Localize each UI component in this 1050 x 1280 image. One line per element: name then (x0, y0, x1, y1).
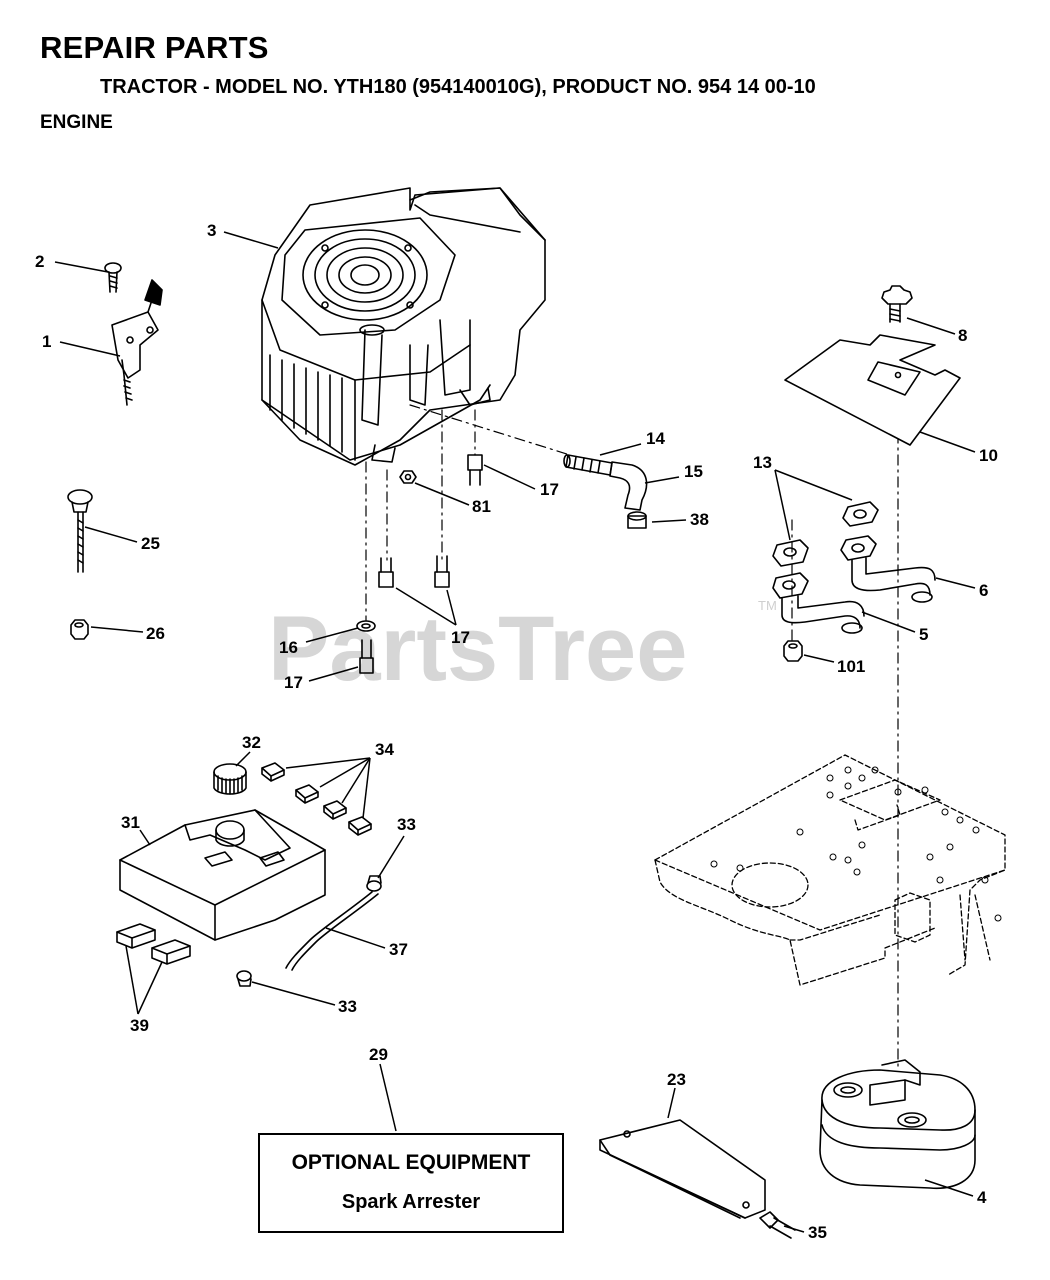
callout-31: 31 (121, 813, 140, 832)
callout-34: 34 (375, 740, 394, 759)
callout-10: 10 (979, 446, 998, 465)
callout-14: 14 (646, 429, 665, 448)
muffler-part-4[interactable] (819, 1059, 976, 1190)
knob-part-32[interactable] (213, 763, 247, 795)
heat-shield-part-10[interactable] (784, 334, 961, 446)
screw-part-2[interactable] (104, 262, 122, 293)
section-label: ENGINE (40, 112, 113, 133)
fitting-part-38[interactable] (627, 511, 647, 529)
throttle-control-part-1[interactable] (111, 279, 163, 406)
callout-81: 81 (472, 497, 491, 516)
watermark-trademark: TM (758, 598, 777, 613)
exhaust-pipe-part-5[interactable] (772, 572, 865, 634)
callout-2: 2 (35, 252, 44, 271)
callout-17-lower: 17 (284, 673, 303, 692)
optional-equipment-box: OPTIONAL EQUIPMENT Spark Arrester (258, 1133, 564, 1233)
pad-part-34[interactable] (261, 762, 372, 836)
air-cleaner-part-31[interactable] (119, 809, 326, 941)
callout-37: 37 (389, 940, 408, 959)
spark-arrester-label: Spark Arrester (341, 1191, 481, 1213)
pad-part-39[interactable] (116, 923, 191, 965)
callout-3: 3 (207, 221, 216, 240)
callout-33-upper: 33 (397, 815, 416, 834)
callout-32: 32 (242, 733, 261, 752)
callout-1: 1 (42, 332, 51, 351)
choke-knob-part-25[interactable] (67, 489, 93, 573)
spark-arrester-part-23[interactable] (599, 1119, 766, 1219)
callout-29: 29 (369, 1045, 388, 1064)
callout-13: 13 (753, 453, 772, 472)
knob-part-8[interactable] (881, 285, 913, 323)
callout-6: 6 (979, 581, 988, 600)
watermark-text: PartsTree (268, 598, 687, 700)
callout-26: 26 (146, 624, 165, 643)
model-subtitle: TRACTOR - MODEL NO. YTH180 (954140010G),… (100, 76, 816, 98)
bolt-part-17-pair[interactable] (378, 555, 450, 588)
bolt-part-17-upper[interactable] (467, 454, 483, 486)
exhaust-pipe-part-6[interactable] (840, 535, 936, 603)
callout-101: 101 (837, 657, 865, 676)
callout-15: 15 (684, 462, 703, 481)
clamp-part-33-upper[interactable] (366, 875, 382, 892)
lockwasher-part-16[interactable] (356, 620, 376, 632)
screw-part-35[interactable] (759, 1211, 796, 1239)
hose-part-37[interactable] (285, 891, 379, 971)
page-title: REPAIR PARTS (40, 30, 269, 65)
callout-39: 39 (130, 1016, 149, 1035)
tractor-frame (654, 754, 1006, 986)
callout-17-upper: 17 (540, 480, 559, 499)
pipe-nipple-part-14[interactable] (563, 454, 613, 476)
callout-17-pair: 17 (451, 628, 470, 647)
nut-part-101[interactable] (783, 640, 803, 662)
bolt-part-17-lower[interactable] (359, 639, 374, 674)
callout-38: 38 (690, 510, 709, 529)
callout-33-lower: 33 (338, 997, 357, 1016)
gasket-part-13[interactable] (772, 501, 879, 567)
callout-8: 8 (958, 326, 967, 345)
nut-part-81[interactable] (399, 470, 417, 484)
callout-labels: 2 1 3 8 10 13 14 15 38 17 81 6 5 101 25 … (35, 221, 998, 1242)
callout-16: 16 (279, 638, 298, 657)
nut-part-26[interactable] (70, 619, 89, 640)
optional-equipment-heading: OPTIONAL EQUIPMENT (291, 1151, 531, 1174)
callout-25: 25 (141, 534, 160, 553)
callout-23: 23 (667, 1070, 686, 1089)
engine-part-3[interactable] (261, 187, 546, 466)
frame-holes (710, 766, 1002, 922)
callout-35: 35 (808, 1223, 827, 1242)
callout-4: 4 (977, 1188, 987, 1207)
callout-5: 5 (919, 625, 928, 644)
elbow-part-15[interactable] (609, 461, 648, 511)
clamp-part-33-lower[interactable] (236, 970, 252, 987)
